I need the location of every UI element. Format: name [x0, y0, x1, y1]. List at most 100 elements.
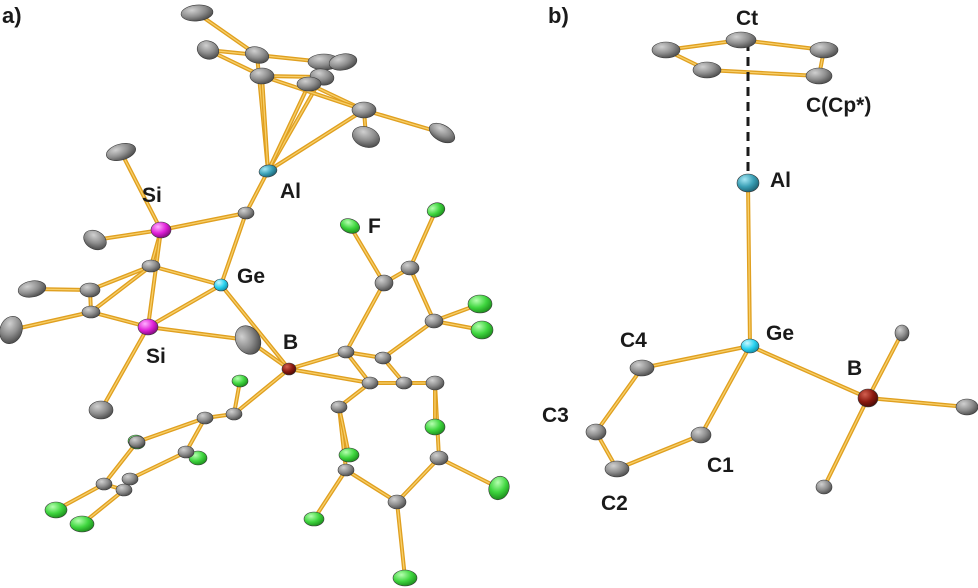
- label-b-ccp: C(Cp*): [806, 94, 871, 117]
- bond-highlight: [90, 265, 152, 313]
- bond-highlight: [160, 212, 247, 231]
- bond-highlight: [288, 351, 347, 370]
- carbon-atom: [651, 41, 681, 59]
- carbon-atom: [196, 40, 220, 60]
- bond-highlight: [641, 345, 751, 369]
- label-b-ct: Ct: [736, 7, 758, 30]
- label-a-al: Al: [280, 180, 301, 203]
- carbon-atom: [337, 463, 355, 477]
- carbon-atom: [425, 375, 445, 391]
- panel-b-bonds: [594, 38, 969, 489]
- germanium-atom: [740, 338, 760, 354]
- carbon-atom: [83, 229, 107, 251]
- panel-b-label: b): [548, 3, 569, 28]
- bond-highlight: [147, 326, 249, 341]
- carbon-atom: [196, 411, 214, 425]
- bond-highlight: [396, 457, 440, 503]
- bond-highlight: [288, 368, 371, 384]
- bond-highlight: [245, 170, 269, 214]
- bond-highlight: [89, 265, 152, 291]
- bond-highlight: [313, 469, 347, 520]
- bond-highlight: [867, 332, 903, 399]
- carbon-atom: [121, 472, 139, 486]
- bond-highlight: [100, 326, 149, 411]
- bond-highlight: [120, 151, 162, 231]
- label-a-b: B: [283, 331, 298, 354]
- carbon-atom: [0, 316, 23, 344]
- carbon-atom: [296, 76, 322, 92]
- bond-highlight: [261, 75, 365, 111]
- carbon-atom: [337, 345, 355, 359]
- carbon-atom: [374, 351, 392, 365]
- carbon-atom: [725, 31, 757, 49]
- label-a-si-top: Si: [142, 184, 162, 207]
- bond-highlight: [147, 284, 222, 328]
- carbon-atom: [361, 376, 379, 390]
- bond-highlight: [103, 441, 138, 485]
- bond-highlight: [595, 367, 643, 433]
- carbon-atom: [690, 426, 712, 444]
- panel-b-atoms: [585, 31, 978, 495]
- bond-highlight: [338, 406, 350, 456]
- carbon-atom: [815, 479, 833, 495]
- bond-highlight: [196, 12, 258, 56]
- fluorine-atom: [303, 511, 325, 527]
- fluorine-atom: [231, 374, 249, 388]
- carbon-atom: [95, 477, 113, 491]
- carbon-atom: [387, 494, 407, 510]
- carbon-atom: [81, 305, 101, 319]
- bond-highlight: [438, 457, 500, 489]
- panel-a-label: a): [2, 3, 22, 28]
- fluorine-atom: [44, 501, 68, 519]
- carbon-atom: [128, 435, 146, 449]
- silicon-atom: [137, 318, 159, 336]
- fluorine-atom: [338, 447, 360, 463]
- bond-highlight: [267, 83, 310, 172]
- label-b-b: B: [847, 357, 862, 380]
- aluminium-atom: [258, 164, 278, 178]
- carbon-atom: [177, 445, 195, 459]
- carbon-atom: [424, 313, 444, 329]
- fluorine-atom: [467, 294, 493, 314]
- carbon-atom: [400, 260, 420, 276]
- bond-highlight: [616, 434, 702, 470]
- carbon-atom: [352, 126, 380, 148]
- bond-highlight: [150, 265, 222, 286]
- bond-highlight: [136, 417, 206, 443]
- bond-highlight: [700, 345, 751, 436]
- bond-highlight: [94, 229, 162, 241]
- label-b-c1: C1: [707, 454, 734, 477]
- carbon-atom: [244, 46, 270, 64]
- bond-highlight: [409, 267, 435, 322]
- bond-highlight: [345, 282, 385, 353]
- silicon-atom: [150, 221, 172, 239]
- carbon-atom: [234, 325, 262, 355]
- carbon-atom: [328, 53, 358, 71]
- label-b-c3: C3: [542, 404, 569, 427]
- fluorine-atom: [488, 475, 510, 501]
- carbon-atom: [604, 460, 630, 478]
- carbon-atom: [88, 400, 114, 420]
- label-a-si-bottom: Si: [146, 345, 166, 368]
- carbon-atom: [894, 324, 910, 342]
- germanium-atom: [213, 278, 229, 292]
- fluorine-atom: [392, 569, 418, 587]
- fluorine-atom: [69, 515, 95, 533]
- carbon-atom: [180, 4, 214, 22]
- carbon-atom: [429, 450, 449, 466]
- fluorine-atom: [426, 202, 446, 218]
- bond-highlight: [147, 229, 162, 328]
- boron-atom: [281, 362, 297, 376]
- bond-highlight: [261, 75, 269, 172]
- bond-highlight: [749, 345, 869, 399]
- fluorine-atom: [470, 320, 494, 340]
- boron-atom: [857, 388, 879, 408]
- bond-highlight: [267, 109, 365, 172]
- bond-highlight: [220, 212, 247, 286]
- carbon-atom: [225, 407, 243, 421]
- carbon-atom: [585, 423, 607, 441]
- bond-highlight: [409, 209, 437, 269]
- carbon-atom: [629, 359, 655, 377]
- carbon-atom: [428, 122, 456, 144]
